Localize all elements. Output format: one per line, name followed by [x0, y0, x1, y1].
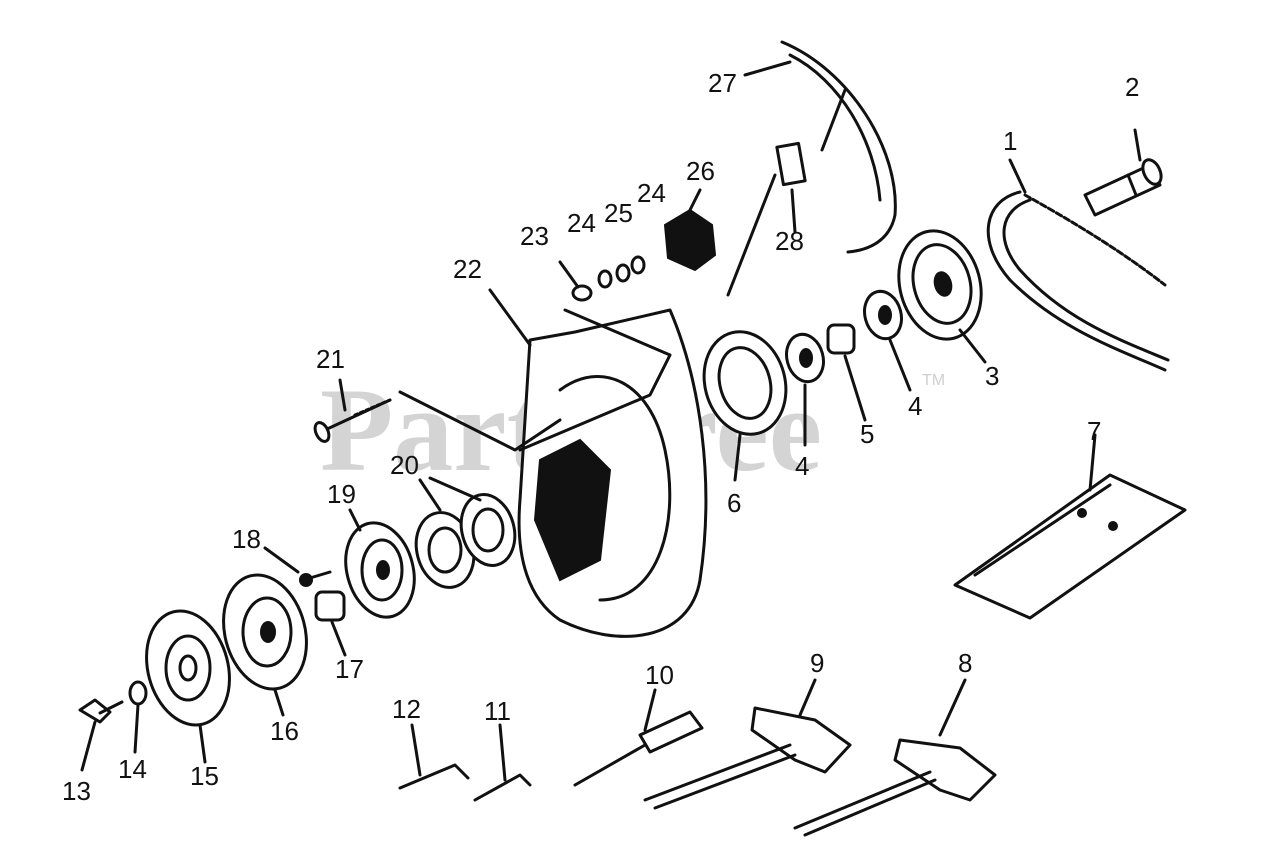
callout-16: 16 — [270, 716, 299, 746]
part-22-housing[interactable] — [488, 288, 708, 638]
callout-9: 9 — [810, 648, 824, 678]
callout-2: 2 — [1125, 72, 1139, 102]
part-6-ring[interactable] — [693, 322, 797, 482]
callout-18: 18 — [232, 524, 261, 554]
part-5-spacer[interactable] — [826, 323, 867, 422]
part-7-blade[interactable] — [953, 433, 1187, 620]
callout-7: 7 — [1087, 416, 1101, 446]
callout-15: 15 — [190, 761, 219, 791]
callout-3: 3 — [985, 361, 999, 391]
part-8-wrench[interactable] — [793, 678, 997, 837]
part-11-hex-key[interactable] — [473, 723, 532, 802]
callout-17: 17 — [335, 654, 364, 684]
part-12-hex-key[interactable] — [398, 723, 470, 790]
callout-12: 12 — [392, 694, 421, 724]
callout-14: 14 — [118, 754, 147, 784]
part-17-bushing[interactable] — [314, 590, 347, 657]
part-15-disc[interactable] — [134, 602, 241, 764]
callout-26: 26 — [686, 156, 715, 186]
trademark: TM — [922, 372, 945, 389]
part-23-washer[interactable] — [558, 260, 593, 302]
callout-13: 13 — [62, 776, 91, 806]
callout-28: 28 — [775, 226, 804, 256]
part-9-wrench[interactable] — [643, 678, 852, 810]
part-13-bolt[interactable] — [78, 698, 124, 772]
callout-27-leader — [743, 60, 792, 77]
part-10-screwdriver[interactable] — [573, 688, 704, 787]
part-24-washer-a[interactable] — [597, 269, 613, 289]
part-4-bearing-upper[interactable] — [859, 287, 912, 392]
callout-1: 1 — [1003, 126, 1017, 156]
part-20-gasket-b[interactable] — [418, 476, 522, 572]
part-19-plate[interactable] — [336, 508, 425, 625]
part-26-knob[interactable] — [663, 188, 717, 272]
callout-25: 25 — [604, 198, 633, 228]
callout-27: 27 — [708, 68, 737, 98]
part-2-shaft[interactable] — [1083, 128, 1165, 217]
part-18-screw[interactable] — [263, 546, 332, 587]
callout-22: 22 — [453, 254, 482, 284]
part-24-washer-b[interactable] — [630, 255, 646, 275]
part-20-gasket-a[interactable] — [408, 506, 482, 594]
callout-11: 11 — [484, 696, 511, 726]
callout-20: 20 — [390, 450, 419, 480]
callout-4-upper: 4 — [908, 391, 922, 421]
part-3-pulley[interactable] — [887, 222, 993, 364]
callout-23: 23 — [520, 221, 549, 251]
callout-5: 5 — [860, 419, 874, 449]
part-16-disc[interactable] — [211, 566, 318, 717]
callout-6: 6 — [727, 488, 741, 518]
part-25-washer[interactable] — [615, 263, 631, 283]
part-4-bearing-lower[interactable] — [781, 330, 828, 447]
callout-8: 8 — [958, 648, 972, 678]
callout-10: 10 — [645, 660, 674, 690]
callout-24-b: 24 — [637, 178, 666, 208]
callout-19: 19 — [327, 479, 356, 509]
callout-4-lower: 4 — [795, 451, 809, 481]
part-21-bolt[interactable] — [312, 378, 562, 452]
callout-21: 21 — [316, 344, 345, 374]
part-1-belt[interactable] — [986, 158, 1170, 372]
part-14-washer[interactable] — [128, 680, 148, 754]
callout-24-a: 24 — [567, 208, 596, 238]
part-28-key[interactable] — [726, 141, 807, 297]
part-27-shield-strip[interactable] — [780, 40, 897, 254]
